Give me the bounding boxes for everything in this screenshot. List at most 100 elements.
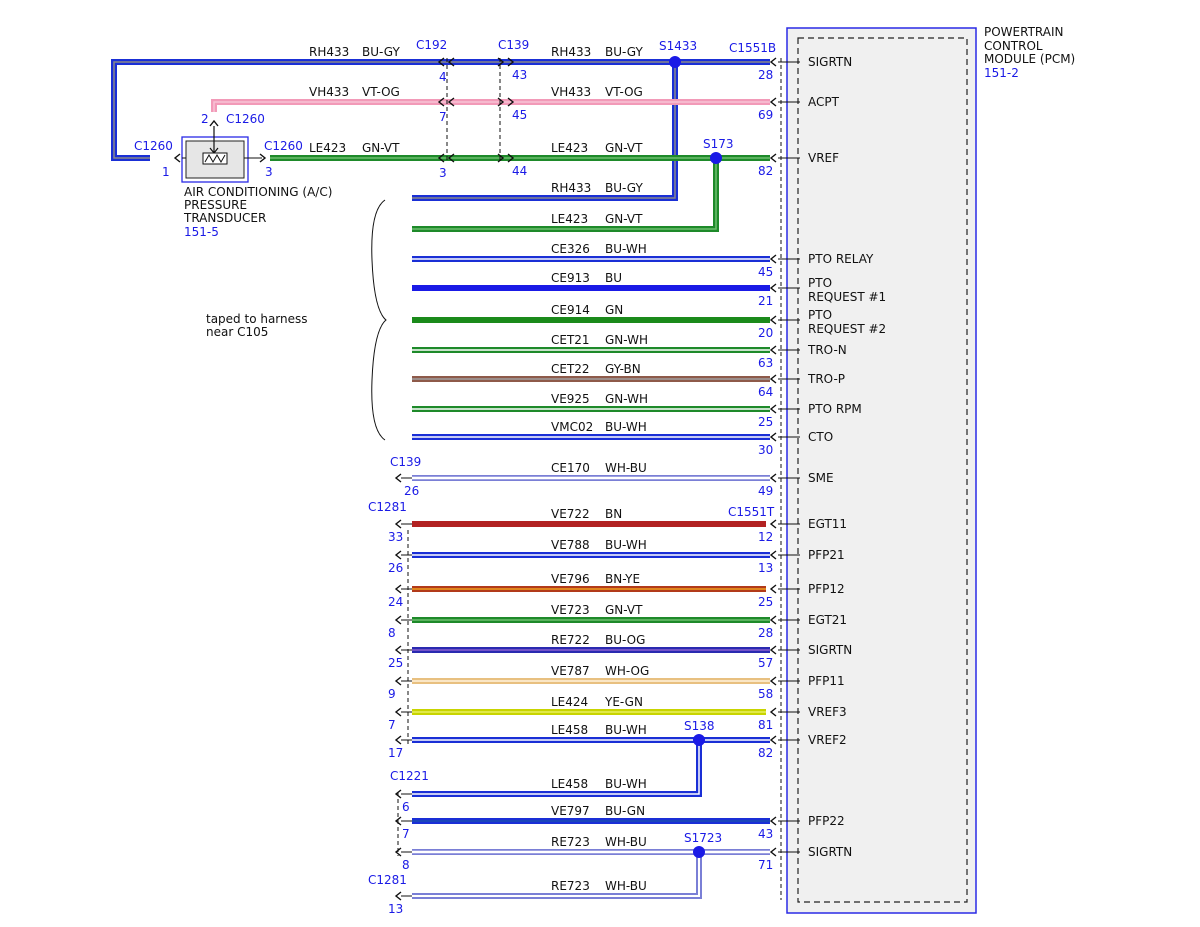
pcm-ref: 151-2	[984, 66, 1019, 80]
left-pin-arrow	[394, 891, 402, 901]
pcm-signal-name: VREF	[808, 151, 839, 165]
pcm-pin-number: 58	[758, 687, 773, 701]
pcm-signal-name: TRO-N	[807, 343, 847, 357]
wire-circuit-label: VE796	[551, 572, 590, 586]
wire-vh433-label-left: VH433	[309, 85, 349, 99]
wire-rh433-code-left: BU-GY	[362, 45, 400, 59]
pcm-pin-number: 82	[758, 746, 773, 760]
connector-c139-top: C139	[498, 38, 529, 52]
wire-circuit-label: VE722	[551, 507, 590, 521]
wire-circuit-label: VE787	[551, 664, 590, 678]
wire-color-label: BN	[605, 507, 622, 521]
connector-c1281-a: C1281	[368, 500, 407, 514]
pcm-signal-name: ACPT	[808, 95, 840, 109]
wire-color-label: BU-WH	[605, 420, 647, 434]
pin-c192-2: 7	[439, 110, 447, 124]
connector-c1551b: C1551B	[729, 41, 776, 55]
wire-color-label: GN-VT	[605, 603, 643, 617]
pcm-pin-number: 13	[758, 561, 773, 575]
note-line-1: taped to harness	[206, 312, 308, 326]
left-pin-number: 8	[388, 626, 396, 640]
pcm-pin-arrow	[769, 707, 777, 717]
wire-circuit-label: VMC02	[551, 420, 593, 434]
pcm-pin-number: 21	[758, 294, 773, 308]
pcm-pin-arrow	[769, 153, 777, 163]
pcm-signal-name: VREF3	[808, 705, 847, 719]
ac-pressure-transducer: AIR CONDITIONING (A/C) PRESSURE TRANSDUC…	[181, 126, 332, 239]
left-pin-arrow	[394, 735, 402, 745]
pcm-pin-arrow	[769, 97, 777, 107]
pin-c139-2: 45	[512, 108, 527, 122]
pin-c1260-right: 3	[265, 165, 273, 179]
left-pin-arrow	[394, 847, 402, 857]
left-pin-arrow	[394, 615, 402, 625]
pcm-signal-name: PFP22	[808, 814, 845, 828]
pcm-signal-name: PTO	[808, 308, 832, 322]
splice-s1723-label: S1723	[684, 831, 722, 845]
splice-s1433	[669, 56, 681, 68]
connector-c192: C192	[416, 38, 447, 52]
pcm-pin-arrow	[769, 645, 777, 655]
pcm-signal-name: EGT11	[808, 517, 847, 531]
pcm-inner-box	[797, 37, 968, 903]
wire-vh433-code-left: VT-OG	[362, 85, 400, 99]
left-pin-number: 9	[388, 687, 396, 701]
wire-le423-code-left: GN-VT	[362, 141, 400, 155]
splice-s173-label: S173	[703, 137, 734, 151]
pcm-pin-arrow	[769, 473, 777, 483]
left-pin-number: 13	[388, 902, 403, 916]
pin-c1260-left: 1	[162, 165, 170, 179]
pcm-pin-number: 63	[758, 356, 773, 370]
wire-circuit-label: VH433	[551, 85, 591, 99]
left-pin-arrow	[394, 816, 402, 826]
pcm-pin-number: 81	[758, 718, 773, 732]
connector-c1281-b: C1281	[368, 873, 407, 887]
pcm-title-2: CONTROL	[984, 39, 1043, 53]
wire-circuit-label: CE914	[551, 303, 590, 317]
left-pin-arrow	[394, 789, 402, 799]
left-pin-arrow	[394, 676, 402, 686]
wire-color-label: GN-WH	[605, 333, 648, 347]
pcm-signal-name: SME	[808, 471, 834, 485]
pcm-signal-name: EGT21	[808, 613, 847, 627]
note-line-2: near C105	[206, 325, 268, 339]
wire-circuit-label: CET22	[551, 362, 590, 376]
connector-c1551t: C1551T	[728, 505, 775, 519]
wire-re723-branch-stripe	[412, 852, 700, 897]
pcm-pin-number: 30	[758, 443, 773, 457]
wire-color-label: BU-WH	[605, 538, 647, 552]
left-pin-arrow	[394, 707, 402, 717]
pcm-pin-arrow	[769, 432, 777, 442]
wire-le423-branch-stripe	[412, 158, 717, 230]
wire-color-label: WH-BU	[605, 835, 647, 849]
connector-c1221: C1221	[390, 769, 429, 783]
wire-color-label: GN-VT	[605, 141, 643, 155]
wire-circuit-label: CET21	[551, 333, 590, 347]
pcm-pin-number: 71	[758, 858, 773, 872]
pin-c139-1: 43	[512, 68, 527, 82]
wire-color-label: BU	[605, 271, 622, 285]
wire-color-label: WH-BU	[605, 879, 647, 893]
pcm-pin-arrow	[769, 345, 777, 355]
pcm-pin-arrow	[769, 584, 777, 594]
splice-s1433-label: S1433	[659, 39, 697, 53]
wire-color-label: BU-OG	[605, 633, 645, 647]
pcm-pin-arrow	[769, 735, 777, 745]
pcm-signal-name: PTO RPM	[808, 402, 862, 416]
left-pin-number: 25	[388, 656, 403, 670]
pcm-pin-number: 69	[758, 108, 773, 122]
wire-color-label: BU-WH	[605, 723, 647, 737]
pcm-signal-name: REQUEST #2	[808, 322, 886, 336]
pcm-pin-arrow	[769, 254, 777, 264]
transducer-title-3: TRANSDUCER	[183, 211, 266, 225]
wire-color-label: GN-WH	[605, 392, 648, 406]
left-pin-number: 26	[404, 484, 419, 498]
wire-le423-label-left: LE423	[309, 141, 346, 155]
pcm-pin-arrow	[769, 374, 777, 384]
wire-color-label: BU-GY	[605, 45, 643, 59]
splice-s173	[710, 152, 722, 164]
pcm-signal-name: PFP12	[808, 582, 845, 596]
left-pin-number: 33	[388, 530, 403, 544]
left-pin-number: 7	[402, 827, 410, 841]
